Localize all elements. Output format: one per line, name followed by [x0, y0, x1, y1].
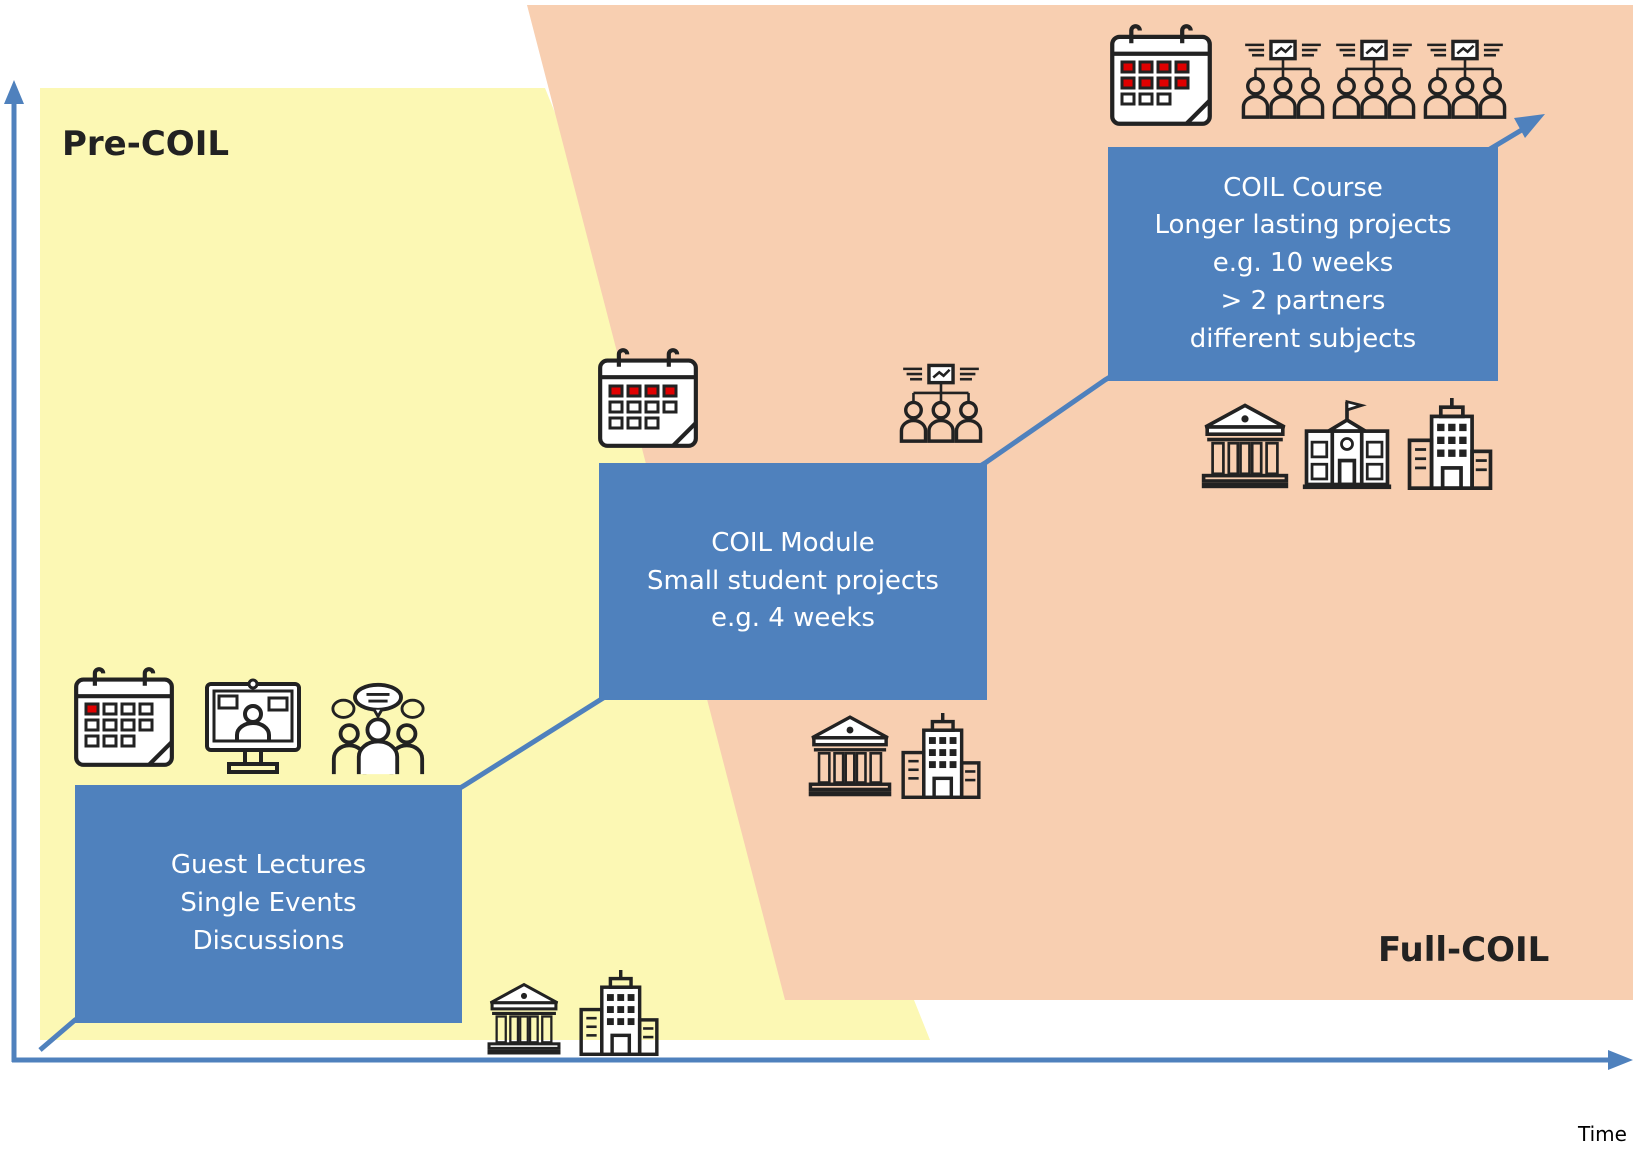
calendar-icon	[600, 350, 696, 446]
x-axis-label: Time	[1578, 1122, 1627, 1146]
step-line: Small student projects	[647, 565, 939, 596]
calendar-icon	[76, 669, 172, 765]
step-line: COIL Course	[1223, 172, 1383, 203]
step-line: Longer lasting projects	[1154, 210, 1452, 241]
full-coil-label: Full-COIL	[1378, 930, 1550, 970]
step-line: different subjects	[1189, 323, 1417, 354]
step-coil-course-box: COIL Course Longer lasting projects e.g.…	[1108, 147, 1498, 381]
calendar-icon	[1112, 26, 1210, 124]
step-line: e.g. 4 weeks	[711, 603, 875, 634]
step-line: Guest Lectures	[170, 850, 367, 881]
step-line: COIL Module	[711, 527, 875, 558]
step-guest-lectures-box: Guest Lectures Single Events Discussions	[75, 785, 462, 1023]
step-line: > 2 partners	[1220, 285, 1386, 316]
x-axis-arrowhead	[1608, 1050, 1633, 1070]
pre-coil-label: Pre-COIL	[62, 124, 230, 164]
step-coil-module-box: COIL Module Small student projects e.g. …	[599, 463, 987, 700]
step-line: Discussions	[192, 925, 345, 956]
step-line: Single Events	[180, 888, 357, 919]
y-axis-arrowhead	[4, 80, 24, 104]
step-line: e.g. 10 weeks	[1212, 248, 1394, 279]
progression-arrowhead	[1514, 114, 1545, 138]
